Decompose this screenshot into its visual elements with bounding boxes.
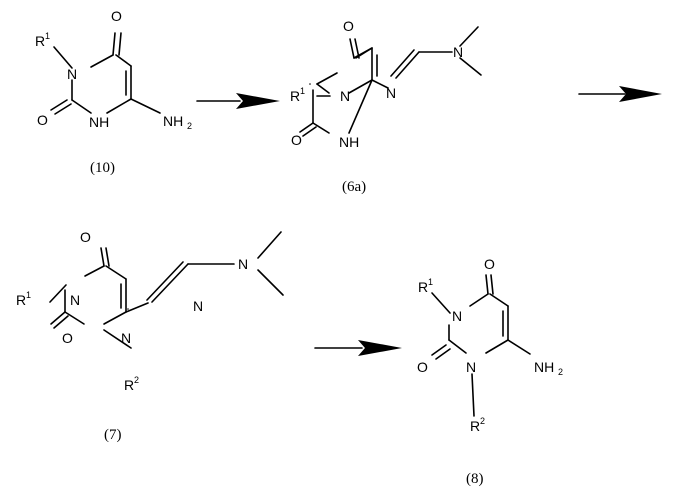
reaction-arrow-3 xyxy=(315,340,402,356)
r2-superscript: 2 xyxy=(134,375,139,385)
r2-label: R xyxy=(124,377,134,393)
compound-8: O R 1 N O N NH 2 R 2 (8) xyxy=(417,256,563,487)
compound-7-bonds xyxy=(50,232,283,348)
nitrogen-label: N xyxy=(70,292,80,308)
nitrogen-label: N xyxy=(121,330,131,346)
nh-label: NH xyxy=(89,114,109,130)
r1-label: R xyxy=(16,292,26,308)
oxygen-label: O xyxy=(343,18,354,34)
nitrogen-label: N xyxy=(452,308,462,324)
compound-10: O R 1 N O NH NH 2 (10) xyxy=(35,8,192,176)
compound-label-8: (8) xyxy=(466,471,484,487)
r1-superscript: 1 xyxy=(300,86,305,96)
r1-superscript: 1 xyxy=(428,277,433,287)
oxygen-label: O xyxy=(111,8,122,24)
oxygen-label: O xyxy=(291,132,302,148)
amino-label: NH xyxy=(163,113,183,129)
compound-7: O R 1 N N N O N R 2 (7) xyxy=(16,229,283,443)
r1-label: R xyxy=(290,88,300,104)
amino-subscript: 2 xyxy=(558,367,563,377)
oxygen-label: O xyxy=(37,112,48,128)
oxygen-label: O xyxy=(417,359,428,375)
imine-nitrogen-label: N xyxy=(386,85,396,101)
reaction-arrow-2 xyxy=(579,86,662,102)
r1-label: R xyxy=(35,33,45,49)
nitrogen-label: N xyxy=(340,88,350,104)
amino-subscript: 2 xyxy=(187,121,192,131)
r1-superscript: 1 xyxy=(26,290,31,300)
compound-label-7: (7) xyxy=(104,427,122,443)
compound-label-6a: (6a) xyxy=(342,179,366,195)
r2-superscript: 2 xyxy=(480,416,485,426)
imine-nitrogen-label: N xyxy=(193,298,203,314)
nitrogen-label: N xyxy=(466,359,476,375)
dimethylamino-nitrogen-label: N xyxy=(238,256,248,272)
compound-label-10: (10) xyxy=(90,160,115,176)
oxygen-label: O xyxy=(484,256,495,272)
r1-superscript: 1 xyxy=(45,31,50,41)
nh-label: NH xyxy=(339,134,359,150)
reaction-arrow-1 xyxy=(197,93,280,109)
compound-8-bonds xyxy=(432,275,530,416)
r1-label: R xyxy=(418,279,428,295)
oxygen-label: O xyxy=(80,229,91,245)
nitrogen-label: N xyxy=(67,66,77,82)
r2-label: R xyxy=(470,418,480,434)
amino-label: NH xyxy=(534,359,554,375)
dimethylamino-nitrogen-label: N xyxy=(453,44,463,60)
oxygen-label: O xyxy=(62,330,73,346)
compound-6a: O R 1 N N N O NH (6a) xyxy=(290,18,481,195)
